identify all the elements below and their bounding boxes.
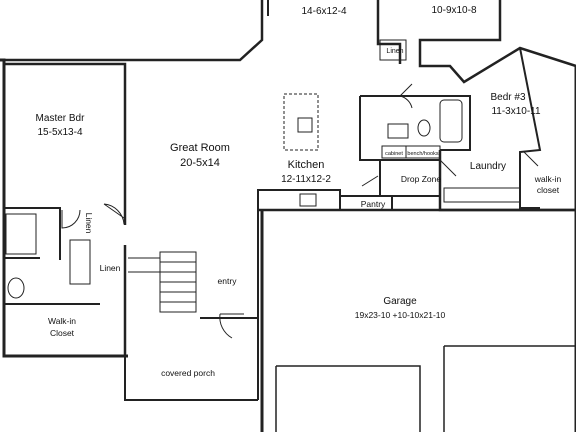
wall-bed3-inner <box>519 47 542 209</box>
linen-vertical-label: Linen <box>84 213 94 234</box>
master-toilet <box>7 277 25 299</box>
door-master <box>103 203 125 225</box>
linen-lower-label: Linen <box>100 263 121 273</box>
walkin-right-1: walk-in <box>534 174 562 184</box>
pantry-label: Pantry <box>361 199 386 209</box>
toilet-bedr3 <box>417 119 431 137</box>
master-dims: 15-5x13-4 <box>37 127 82 138</box>
linen-top-label: Linen <box>386 48 403 55</box>
master-vanity <box>69 239 91 285</box>
covered-porch-label: covered porch <box>161 368 215 378</box>
drop-zone-label: Drop Zone <box>401 174 441 184</box>
walkin-left-1: Walk-in <box>48 316 76 326</box>
master-shower <box>5 213 37 255</box>
bedr3-name: Bedr #3 <box>490 92 525 103</box>
stairs <box>128 251 197 313</box>
door-drop <box>361 175 379 187</box>
garage-dims: 19x23-10 +10-10x21-10 <box>355 310 446 320</box>
wall-master-lower <box>4 207 61 260</box>
wall-bath-left <box>359 96 440 161</box>
vanity-bedr3 <box>387 123 409 139</box>
cabinet-label: cabinet <box>385 151 403 157</box>
tub-bedr3 <box>439 99 463 143</box>
kitchen-name: Kitchen <box>288 159 325 171</box>
wall-porch <box>124 356 258 401</box>
wall-pantry <box>340 195 393 210</box>
walkin-left-2: Closet <box>50 328 75 338</box>
door-bedr3 <box>399 83 413 109</box>
garage-door-right <box>443 345 576 432</box>
wall-top-left <box>0 0 264 62</box>
great-dims: 20-5x14 <box>180 157 220 169</box>
benchhooks-label: bench/hooks <box>407 151 438 157</box>
top-room-dims: 14-6x12-4 <box>301 6 346 17</box>
kitchen-dims: 12-11x12-2 <box>281 174 331 185</box>
fixtures <box>5 39 521 299</box>
wall-counter <box>257 189 341 211</box>
walkin-right-2: closet <box>537 185 560 195</box>
wall-top-right-bed <box>376 0 402 64</box>
bench-box <box>405 145 441 159</box>
garage-door-left <box>275 365 421 432</box>
cooktop <box>299 193 317 207</box>
door-entry <box>219 313 244 339</box>
door-bath-left <box>61 209 81 229</box>
top-right-dims: 10-9x10-8 <box>431 5 476 16</box>
linen-top-box <box>379 39 407 61</box>
doors <box>61 83 539 339</box>
door-laundry <box>439 159 457 177</box>
laundry-counter <box>443 187 521 203</box>
kitchen-sink <box>297 117 313 133</box>
entry-label: entry <box>218 276 238 286</box>
door-walkin-r <box>523 151 539 167</box>
laundry-label: Laundry <box>470 161 506 172</box>
wall-bath-upper <box>360 95 471 151</box>
garage-name: Garage <box>383 296 417 307</box>
kitchen-island <box>283 93 319 151</box>
wall-master-top <box>4 62 127 225</box>
master-name: Master Bdr <box>36 113 86 124</box>
great-name: Great Room <box>170 142 230 154</box>
bedr3-dims: 11-3x10-11 <box>491 106 541 117</box>
wall-bed-right <box>418 0 576 84</box>
